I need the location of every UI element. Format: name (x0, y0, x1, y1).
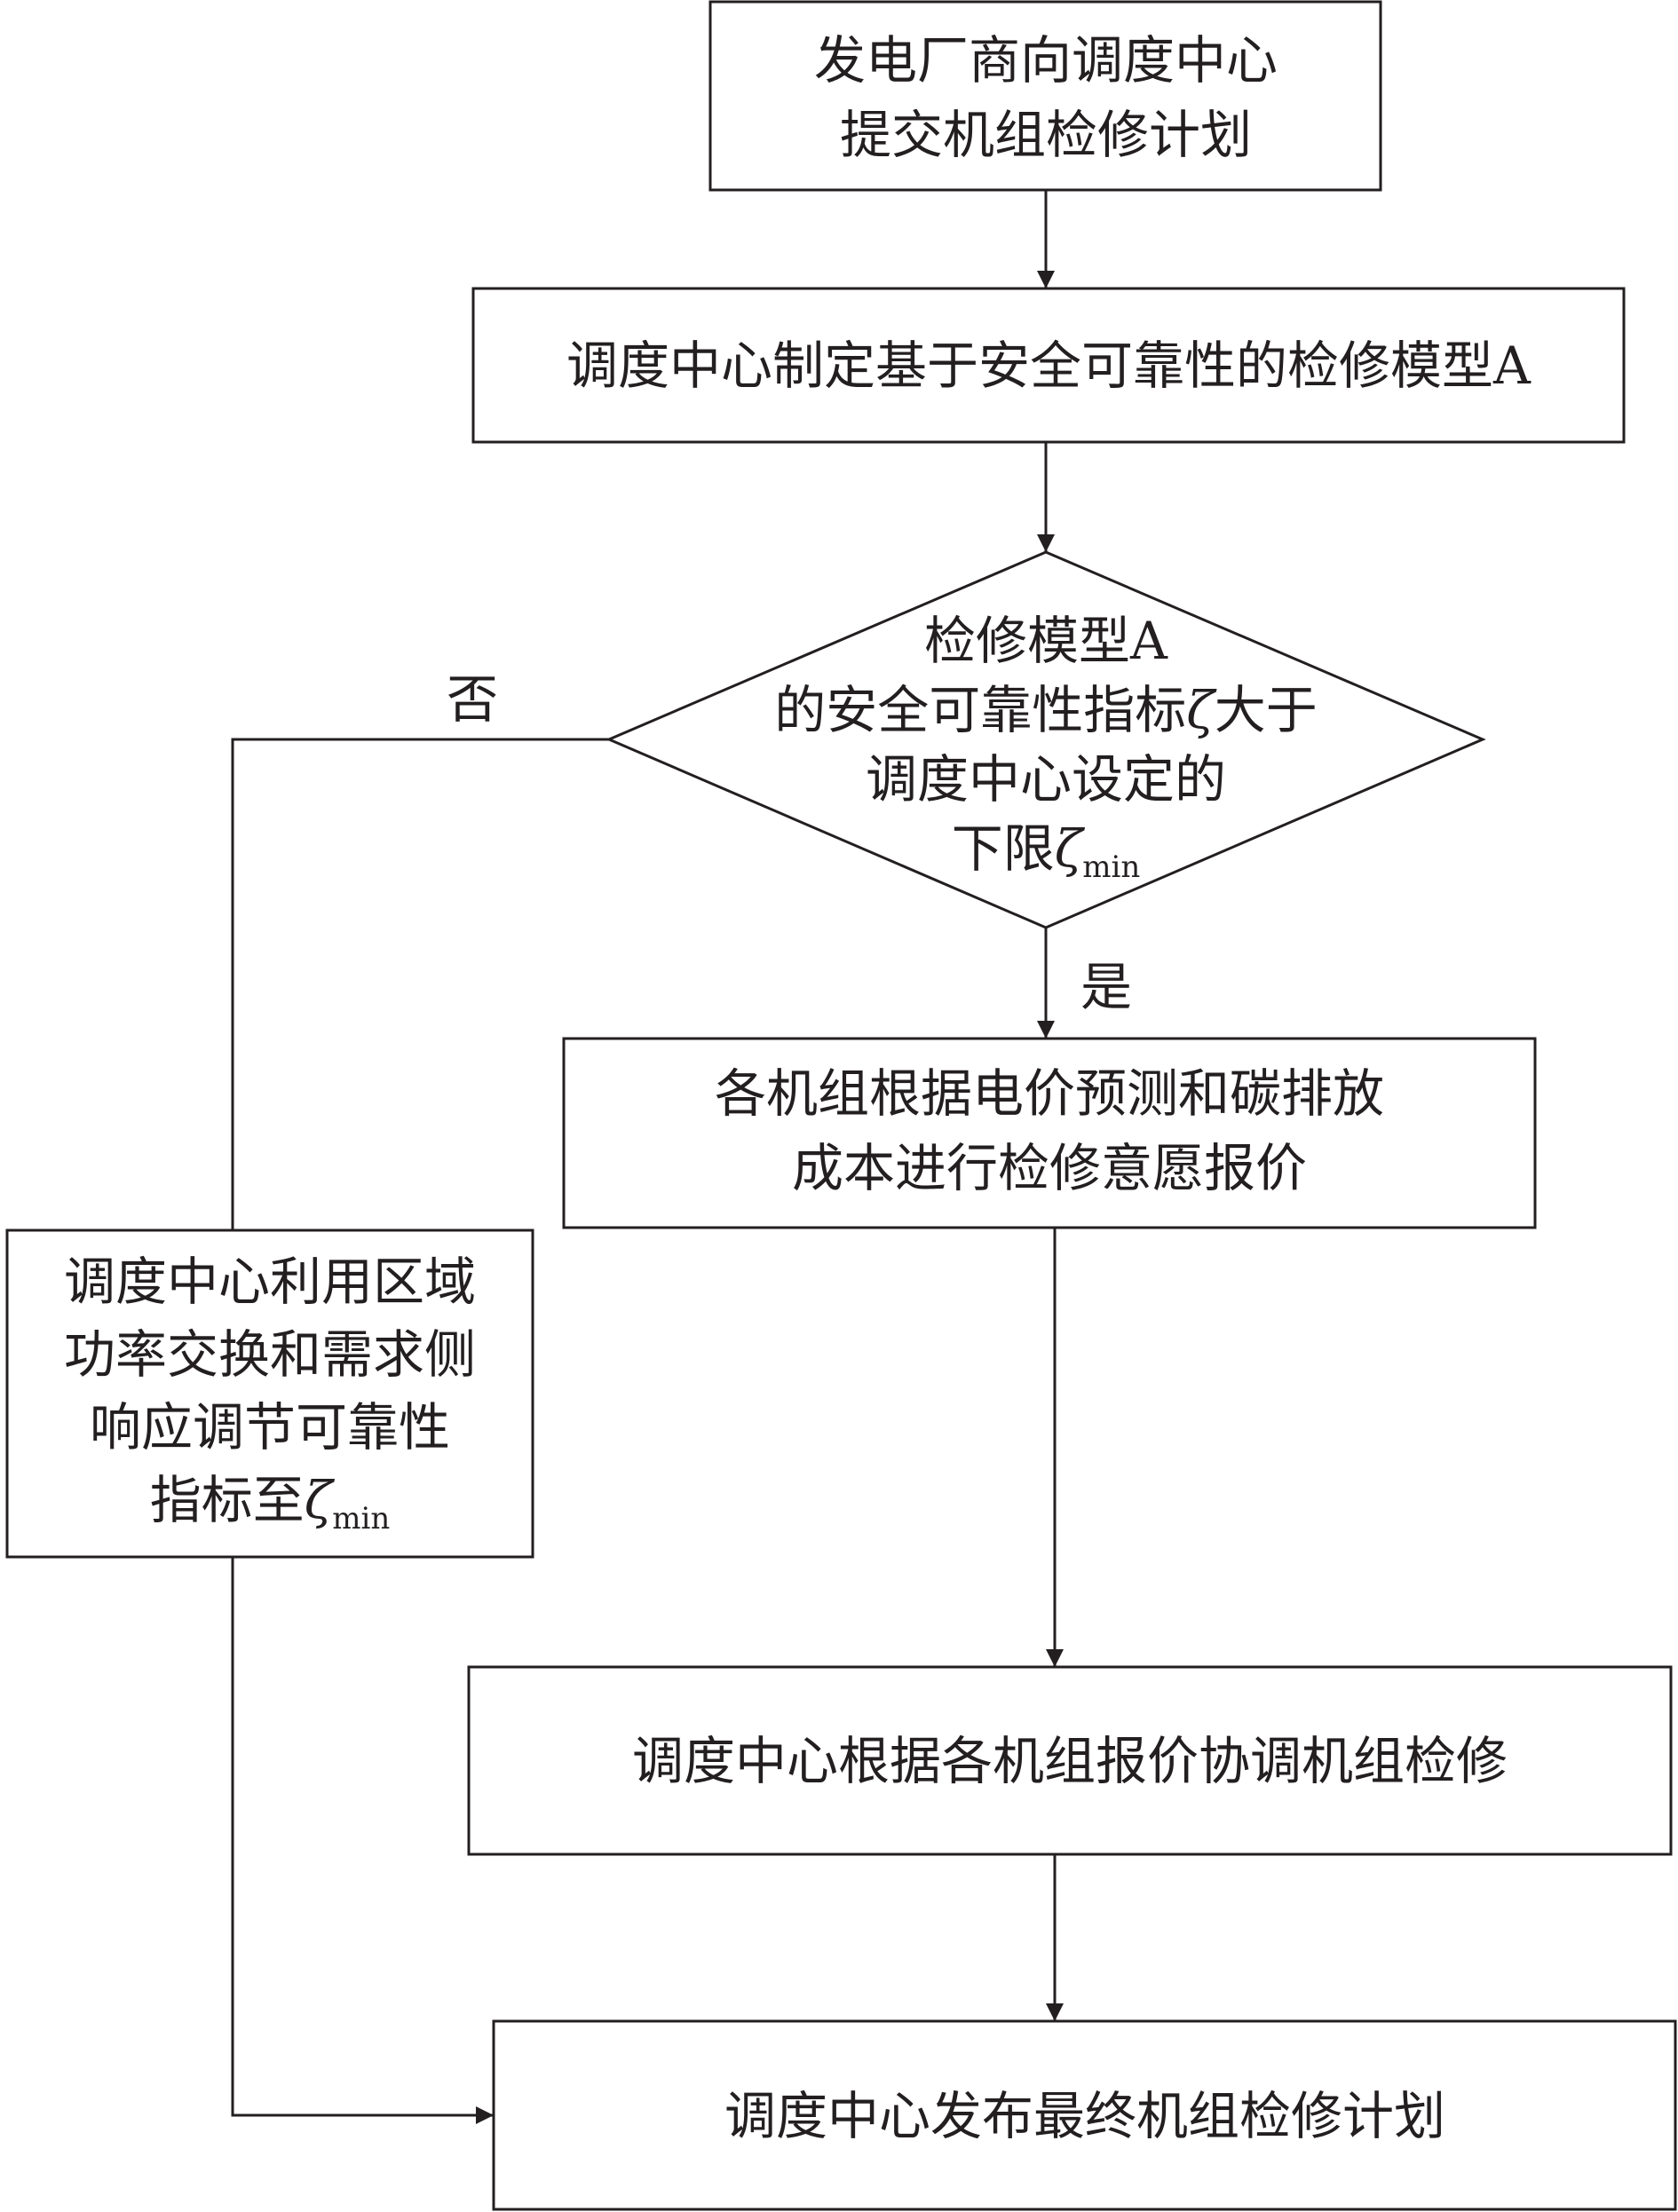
decision-line-2: 的安全可靠性指标ζ大于 (774, 680, 1317, 740)
arrow-decision-no-to-adjust (231, 738, 609, 1230)
decision-line-3: 调度中心设定的 (866, 749, 1226, 810)
model-a-box (471, 287, 1626, 444)
adjust-line-1: 调度中心利用区域 (64, 1252, 476, 1312)
bidding-line-2: 成本进行检修意愿报价 (792, 1138, 1307, 1198)
submit-plan-line-1: 发电厂商向调度中心 (814, 30, 1278, 91)
submit-plan-line-2: 提交机组检修计划 (840, 105, 1252, 165)
decision-line-2-after: 大于 (1215, 680, 1318, 740)
decision-line-2-before: 的安全可靠性指标 (774, 680, 1186, 740)
publish-plan-label: 调度中心发布最终机组检修计划 (724, 2086, 1445, 2146)
bidding-line-1: 各机组根据电价预测和碳排放 (715, 1063, 1384, 1124)
zeta-min-symbol: ζ (1055, 818, 1086, 879)
decision-line-4-before: 下限 (952, 818, 1055, 879)
bidding-box (562, 1037, 1537, 1229)
adjust-zeta-min-subscript: min (332, 1501, 390, 1537)
edge-label-yes: 是 (1080, 957, 1132, 1017)
adjust-line-4-before: 指标至 (150, 1470, 305, 1530)
adjust-line-3: 响应调节可靠性 (90, 1397, 450, 1458)
coordinate-box (467, 1665, 1673, 1856)
coordinate-label: 调度中心根据各机组报价协调机组检修 (632, 1731, 1508, 1791)
decision-line-1: 检修模型A (924, 611, 1168, 671)
adjust-zeta-min-symbol: ζ (305, 1470, 336, 1530)
adjust-line-2: 功率交换和需求侧 (64, 1324, 476, 1385)
arrow-adjust-to-publish (231, 1557, 494, 2124)
decision-line-4: 下限ζmin (952, 818, 1140, 885)
zeta-symbol: ζ (1186, 680, 1217, 740)
adjust-reliability-box (5, 1228, 534, 1559)
zeta-min-subscript: min (1082, 849, 1140, 885)
edge-label-no: 否 (447, 669, 498, 730)
model-a-label: 调度中心制定基于安全可靠性的检修模型A (566, 336, 1532, 396)
adjust-line-4: 指标至ζmin (150, 1470, 390, 1537)
